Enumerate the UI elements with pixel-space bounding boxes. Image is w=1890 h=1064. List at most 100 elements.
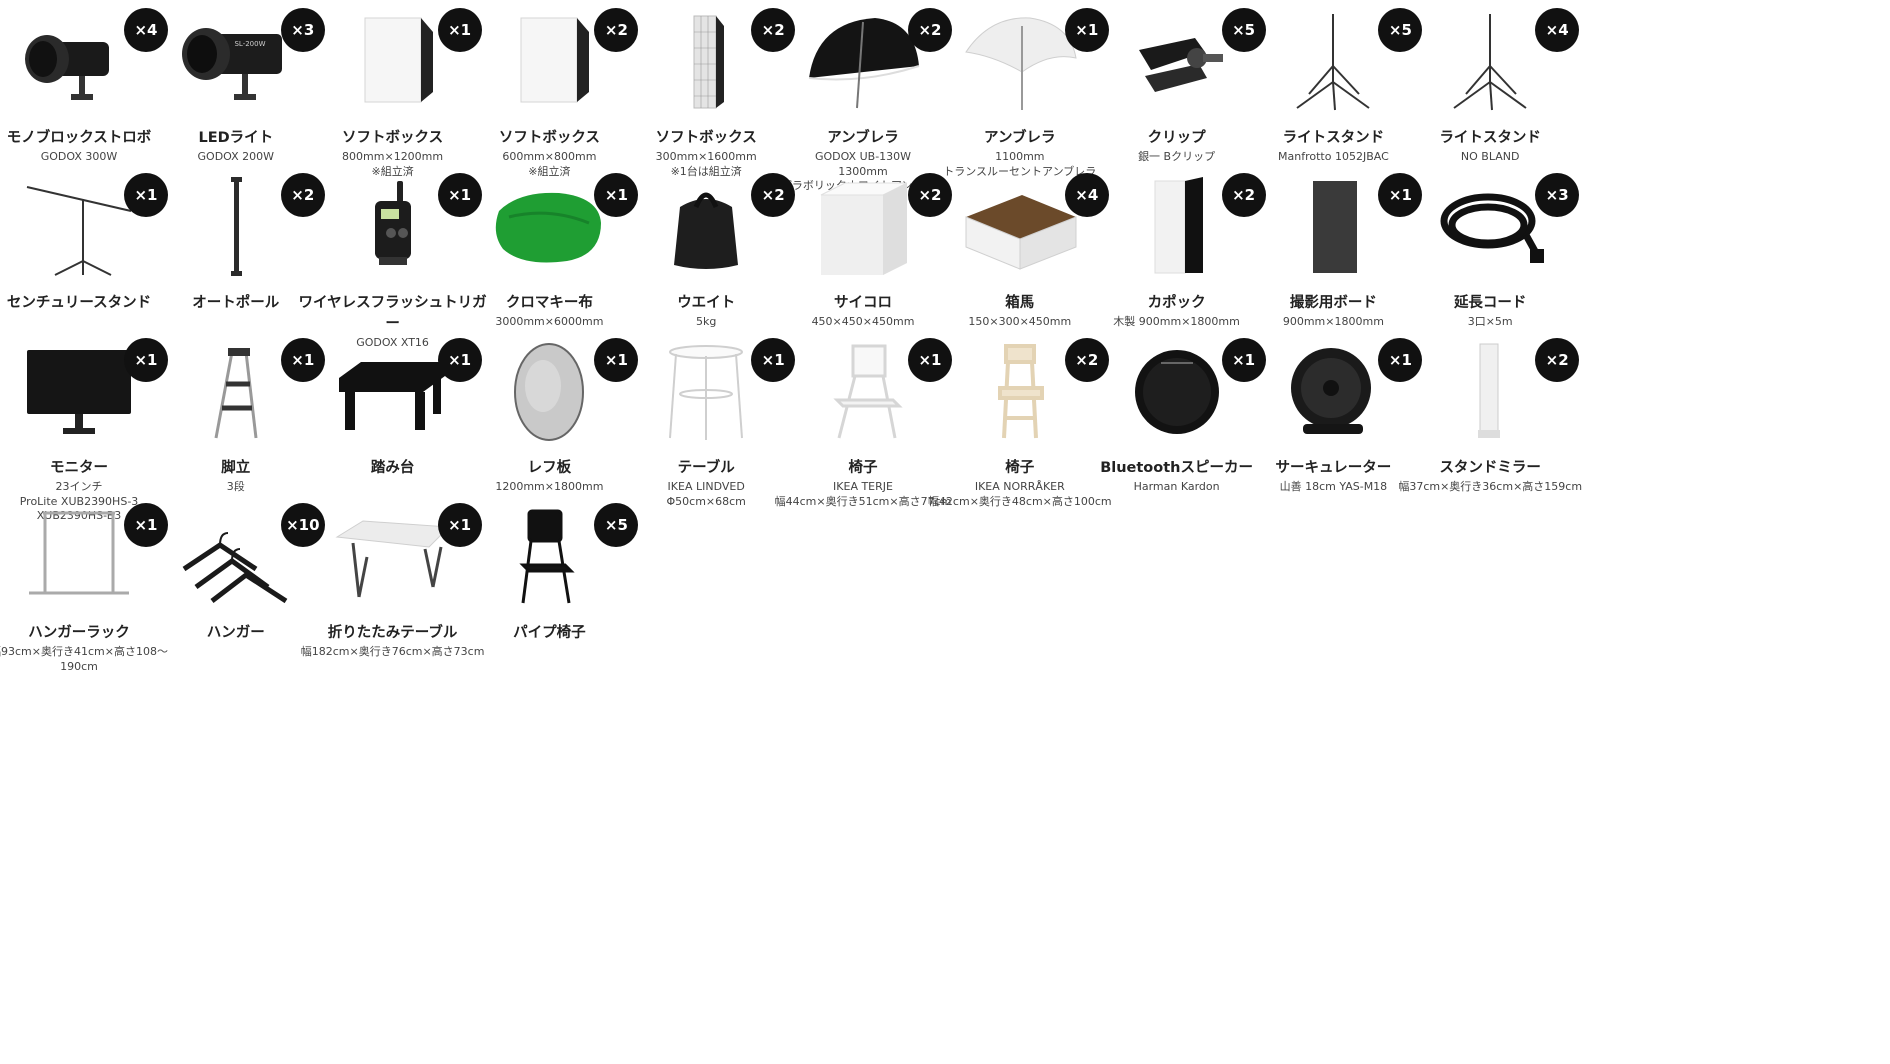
quantity-badge: ×1 <box>437 503 482 547</box>
item-details: 幅182cm×奥行き76cm×高さ73cm <box>298 645 488 660</box>
quantity-badge: ×2 <box>751 8 796 52</box>
item-name: センチュリースタンド <box>0 293 174 315</box>
item-detail-line: 銀一 Bクリップ <box>1138 150 1216 163</box>
white-chair-icon <box>833 344 903 439</box>
quantity-badge: ×4 <box>124 8 168 52</box>
item-image <box>1430 342 1550 442</box>
item-detail-line: IKEA LINDVED <box>667 480 745 493</box>
item-details: 900mm×1800mm <box>1238 315 1428 330</box>
quantity-badge: ×1 <box>594 338 639 382</box>
mirror-icon <box>1478 343 1501 438</box>
item-name-text: パイプ椅子 <box>513 625 586 641</box>
hanger-rack-icon <box>29 511 129 595</box>
item-image <box>19 177 139 277</box>
item-image <box>1117 177 1237 277</box>
device-label: SL-200W <box>234 40 265 48</box>
quantity-badge: ×2 <box>594 8 639 52</box>
cube-icon <box>820 182 908 275</box>
item-image <box>960 342 1080 442</box>
item-image <box>960 12 1080 112</box>
item-name: クリップ 銀一 Bクリップ <box>1082 128 1272 165</box>
item-detail-line: 1100mm <box>995 150 1045 163</box>
item-name-text: レフ板 <box>527 460 572 476</box>
item-details: 木製 900mm×1800mm <box>1082 315 1272 330</box>
item-details: 幅93cm×奥行き41cm×高さ108〜190cm <box>0 645 174 674</box>
quantity-badge: ×1 <box>751 338 796 382</box>
quantity-badge: ×2 <box>280 173 325 217</box>
item-details: Manfrotto 1052JBAC <box>1238 150 1428 165</box>
item-detail-line: 木製 900mm×1800mm <box>1113 315 1240 328</box>
item-name: モノブロックストロボ GODOX 300W <box>0 128 174 165</box>
light-stand-icon <box>1453 14 1527 111</box>
hanger-icon <box>182 532 288 604</box>
item-detail-line: GODOX UB-130W <box>814 150 912 163</box>
item-name: ワイヤレスフラッシュトリガー GODOX XT16 <box>298 293 488 351</box>
quantity-badge: ×5 <box>1221 8 1266 52</box>
item-name-text: ソフトボックス <box>498 130 600 146</box>
item-image <box>176 177 296 277</box>
item-detail-line: 3000mm×6000mm <box>495 315 604 328</box>
item-detail-line: Φ50cm×68cm <box>666 494 746 508</box>
item-detail-line: 幅42cm×奥行き48cm×高さ100cm <box>927 494 1112 508</box>
step-platform-icon <box>338 362 445 430</box>
item-details: 3口×5m <box>1395 315 1585 330</box>
pipe-chair-icon <box>519 509 576 604</box>
item-name-text: LEDライト <box>198 130 274 146</box>
item-name: クロマキー布 3000mm×6000mm <box>454 293 644 330</box>
backdrop-board-icon <box>1313 181 1358 273</box>
item-name: ソフトボックス 300mm×1600mm※1台は組立済 <box>611 128 801 179</box>
item-image <box>176 342 296 442</box>
quantity-badge: ×1 <box>1064 8 1109 52</box>
item-name-text: アンブレラ <box>984 130 1056 146</box>
item-details: 幅37cm×奥行き36cm×高さ159cm <box>1395 480 1585 495</box>
quantity-badge: ×1 <box>124 503 168 547</box>
item-image <box>1273 342 1393 442</box>
item-name: レフ板 1200mm×1800mm <box>454 458 644 495</box>
item-image <box>1117 342 1237 442</box>
item-name: 折りたたみテーブル 幅182cm×奥行き76cm×高さ73cm <box>298 623 488 660</box>
item-details: GODOX 200W <box>141 150 331 165</box>
item-detail-line: 幅182cm×奥行き76cm×高さ73cm <box>300 645 485 658</box>
quantity-badge: ×1 <box>437 8 482 52</box>
auto-pole-icon <box>230 177 242 276</box>
item-name: サーキュレーター 山善 18cm YAS-M18 <box>1238 458 1428 495</box>
item-name: オートポール <box>141 293 331 315</box>
monitor-icon <box>27 350 131 434</box>
item-image <box>646 12 766 112</box>
item-image <box>19 507 139 607</box>
item-detail-line: 800mm×1200mm <box>342 150 444 163</box>
clip-icon <box>1138 38 1223 92</box>
item-name-text: 椅子 <box>848 460 878 476</box>
sandbag-icon <box>674 192 739 269</box>
stepladder-icon <box>214 348 258 439</box>
item-detail-line: 150×300×450mm <box>968 315 1072 328</box>
item-name-text: モノブロックストロボ <box>6 130 152 146</box>
item-image <box>960 177 1080 277</box>
quantity-badge: ×1 <box>1221 338 1266 382</box>
quantity-badge: ×1 <box>437 338 482 382</box>
item-name: 延長コード 3口×5m <box>1395 293 1585 330</box>
item-detail-line: NO BLAND <box>1460 150 1520 163</box>
item-name: カポック 木製 900mm×1800mm <box>1082 293 1272 330</box>
extension-cord-icon <box>1440 193 1545 263</box>
item-details: 450×450×450mm <box>768 315 958 330</box>
item-detail-line: GODOX XT16 <box>356 336 429 349</box>
item-image <box>646 177 766 277</box>
item-detail-line: IKEA NORRÅKER <box>974 480 1065 493</box>
softbox-square-icon <box>520 17 590 103</box>
item-name-text: アンブレラ <box>827 130 899 146</box>
item-detail-line: 5kg <box>696 315 717 328</box>
chroma-cloth-icon <box>496 192 602 263</box>
item-image: SL-200W <box>176 12 296 112</box>
item-name: パイプ椅子 <box>454 623 644 645</box>
item-name-text: 折りたたみテーブル <box>327 625 458 641</box>
item-detail-line: Manfrotto 1052JBAC <box>1278 150 1389 163</box>
item-image <box>489 12 609 112</box>
item-name-text: サイコロ <box>834 295 892 311</box>
led-light-icon: SL-200W <box>181 28 282 100</box>
boom-stand-icon <box>26 186 132 276</box>
item-name: Bluetoothスピーカー Harman Kardon <box>1082 458 1272 495</box>
item-image <box>1273 12 1393 112</box>
